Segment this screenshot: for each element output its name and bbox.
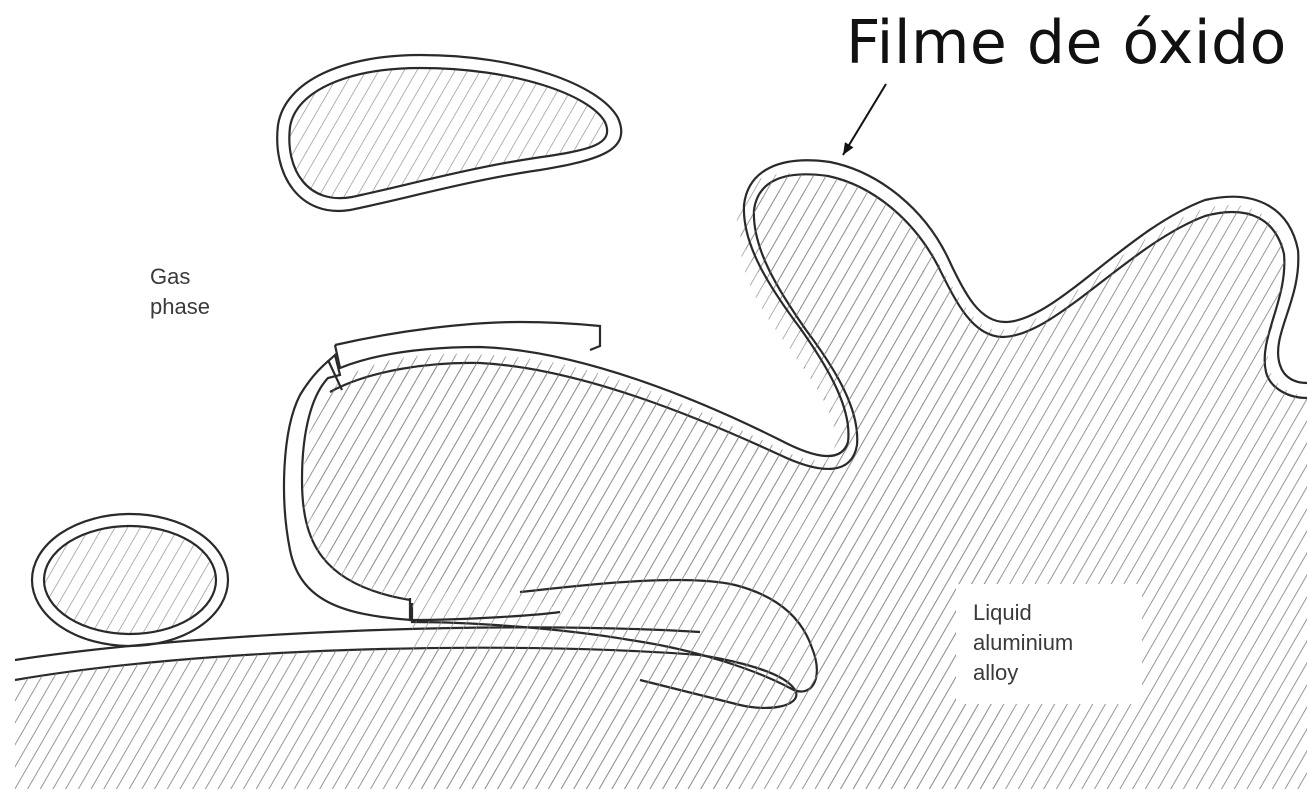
liquid-alloy-line-1: Liquid: [973, 598, 1073, 628]
droplet-left-inner: [44, 526, 216, 634]
oxide-film-label: Filme de óxido: [846, 8, 1287, 78]
bottom-bulk-fill: [15, 648, 796, 789]
floating-droplet-left: [32, 514, 228, 646]
liquid-alloy-line-2: aluminium: [973, 628, 1073, 658]
gas-phase-line-1: Gas: [150, 262, 210, 292]
droplet-top-inner: [289, 68, 607, 198]
liquid-alloy-line-3: alloy: [973, 658, 1073, 688]
oxide-film-arrow: [843, 84, 886, 155]
liquid-alloy-label: Liquid aluminium alloy: [973, 598, 1073, 688]
gas-phase-line-2: phase: [150, 292, 210, 322]
floating-droplet-top: [277, 55, 621, 211]
gas-phase-label: Gas phase: [150, 262, 210, 322]
